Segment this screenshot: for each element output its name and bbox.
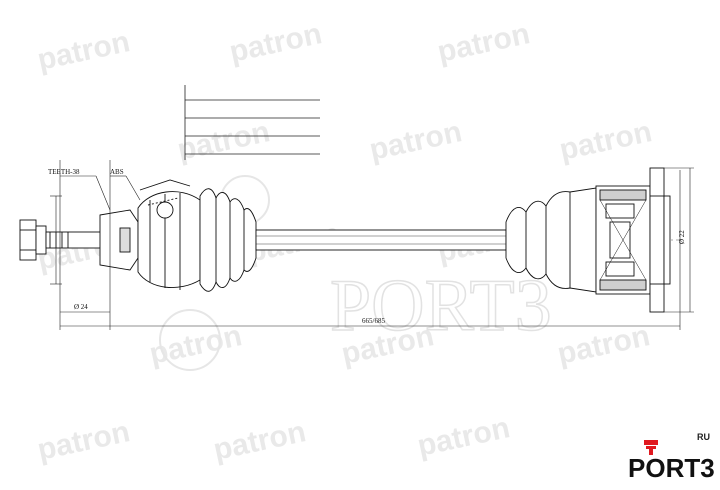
watermark-text: patron	[415, 411, 513, 463]
abs-label: ABS	[110, 168, 124, 176]
hub-bolt	[19, 219, 107, 261]
watermark-text: patron	[227, 17, 325, 69]
watermark-text: patron	[35, 415, 133, 467]
watermark-text: patron	[175, 115, 273, 167]
watermark-site-text: PORT3	[330, 265, 552, 347]
watermark-text: patron	[557, 115, 655, 167]
watermark-text: patron	[211, 415, 309, 467]
watermark-text: patron	[555, 319, 653, 371]
watermark-text: patron	[35, 25, 133, 77]
half-shaft	[255, 229, 507, 251]
right-diameter-label: Ø 22	[678, 230, 686, 244]
left-diameter-label: Ø 24	[74, 303, 88, 311]
port3-logo: RU PORT3	[628, 432, 715, 484]
teeth-label: TEETH-38	[48, 168, 80, 176]
logo-tld: RU	[697, 432, 710, 442]
length-label: 665/685	[362, 317, 385, 325]
inner-cv-joint	[595, 167, 671, 313]
logo-wordmark: PORT3	[628, 453, 715, 483]
outer-cv-joint	[99, 179, 201, 290]
watermark-text: patron	[435, 17, 533, 69]
outer-boot	[199, 188, 257, 292]
watermark-ring	[159, 309, 221, 371]
reference-lines	[184, 85, 320, 160]
dimension-lines	[50, 160, 694, 330]
watermark-text: patron	[367, 115, 465, 167]
piston-icon	[644, 440, 658, 455]
